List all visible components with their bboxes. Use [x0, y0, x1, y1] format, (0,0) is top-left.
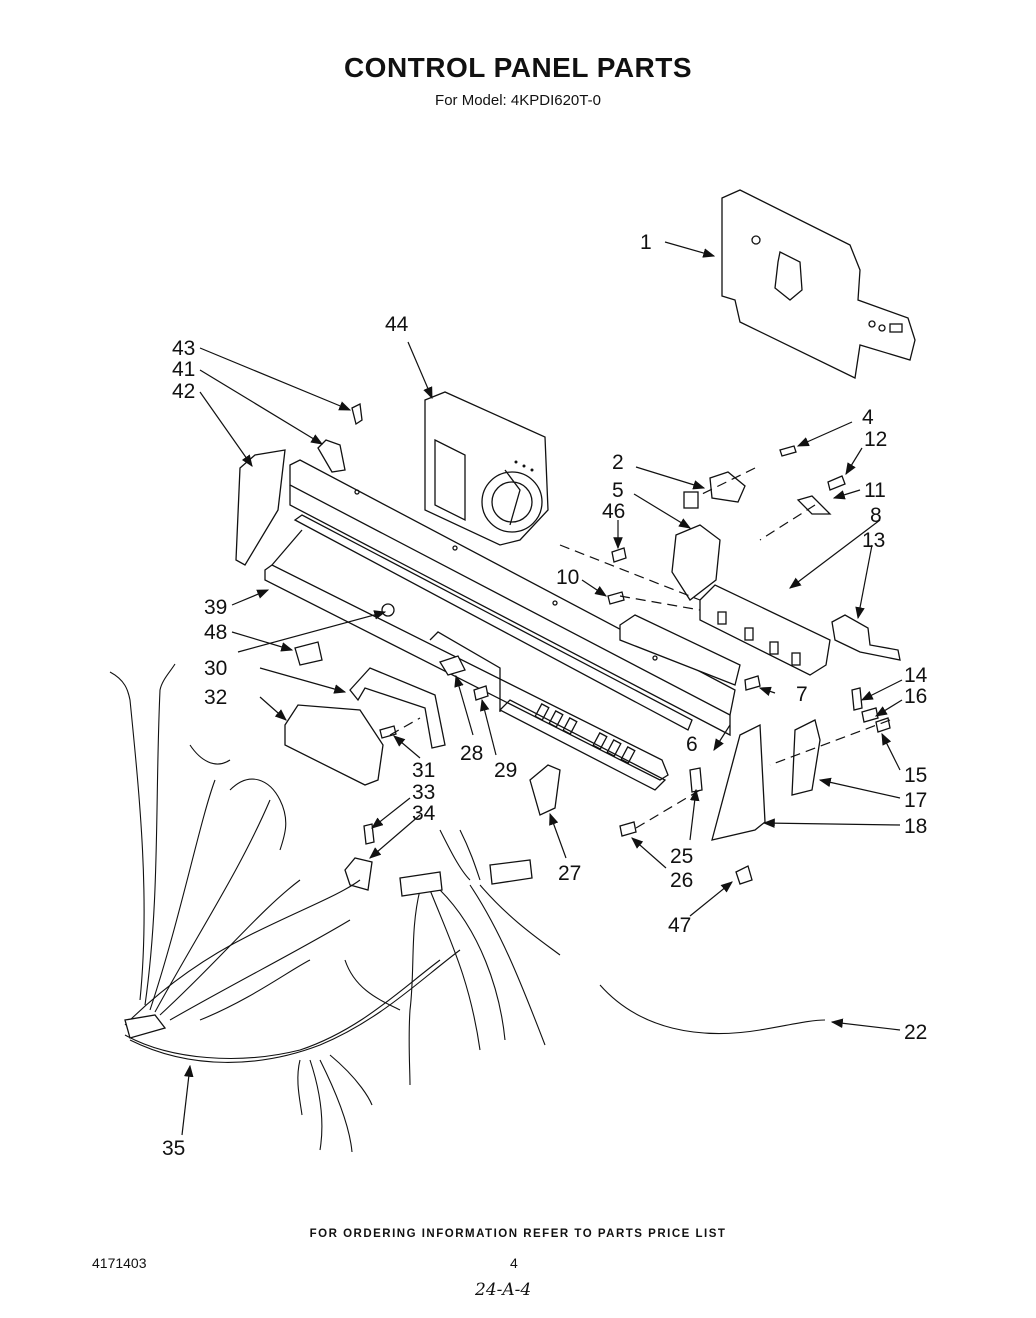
callout-29: 29	[494, 759, 517, 782]
callout-48: 48	[204, 621, 227, 644]
callout-18: 18	[904, 815, 927, 838]
part-48-plug	[294, 641, 323, 666]
part-32-indicator-lens	[284, 704, 384, 786]
part-5-knob	[671, 524, 721, 601]
callout-30: 30	[204, 657, 227, 680]
control-console-panel	[264, 459, 736, 791]
part-17-bracket	[791, 719, 821, 796]
page-title: CONTROL PANEL PARTS	[343, 52, 693, 83]
callout-46: 46	[602, 500, 625, 523]
part-13-latch	[831, 614, 901, 661]
part-28-clip	[439, 655, 466, 676]
callout-22: 22	[904, 1021, 927, 1044]
part-34-clip	[344, 857, 373, 891]
part-18-right-end-cap	[711, 723, 766, 841]
part-44-timer	[424, 391, 549, 546]
ordering-note: FOR ORDERING INFORMATION REFER TO PARTS …	[309, 1228, 727, 1240]
callout-17: 17	[904, 789, 927, 812]
callout-5: 5	[612, 479, 624, 502]
callout-1: 1	[640, 231, 652, 254]
part-41-bracket	[317, 439, 346, 473]
callout-28: 28	[460, 742, 483, 765]
callout-47: 47	[668, 914, 691, 937]
page-number: 4	[510, 1255, 518, 1271]
callout-11: 11	[864, 479, 886, 502]
callout-34: 34	[412, 802, 436, 825]
part-8-switch-block	[619, 584, 831, 686]
callout-16: 16	[904, 685, 927, 708]
callout-2: 2	[612, 451, 624, 474]
part-27-cap	[529, 764, 561, 816]
part-43-screw	[351, 403, 363, 426]
callout-31: 31	[412, 759, 435, 782]
callout-13: 13	[862, 529, 885, 552]
callout-26: 26	[670, 869, 693, 892]
callout-12: 12	[864, 428, 887, 451]
model-subtitle: For Model: 4KPDI620T-0	[435, 92, 601, 109]
handwritten-note: 24-A-4	[475, 1280, 532, 1300]
callout-43: 43	[172, 337, 195, 360]
document-number: 4171403	[92, 1255, 147, 1271]
callout-6: 6	[686, 733, 698, 756]
callout-33: 33	[412, 781, 435, 804]
callout-41: 41	[172, 358, 195, 381]
part-2-switch	[709, 471, 746, 503]
part-42-left-end-cap	[235, 449, 286, 566]
callout-35: 35	[162, 1137, 185, 1160]
callout-44: 44	[385, 313, 409, 336]
callout-7: 7	[796, 683, 808, 706]
callout-27: 27	[558, 862, 581, 885]
callout-10: 10	[556, 566, 579, 589]
screws	[363, 445, 891, 845]
callout-labels: 1 2 4 5 6 7 8 10 11 12 13 14 15 16 17 18…	[162, 231, 928, 1160]
callout-4: 4	[862, 406, 874, 429]
callout-25: 25	[670, 845, 693, 868]
part-47-clip	[735, 865, 753, 885]
leader-arrows	[181, 241, 903, 1136]
callout-8: 8	[870, 504, 882, 527]
part-1-back-plate	[721, 189, 916, 379]
callout-32: 32	[204, 686, 227, 709]
assembly-guide-lines	[389, 467, 891, 829]
part-22-wire	[599, 984, 826, 1035]
callout-14: 14	[904, 664, 928, 687]
callout-15: 15	[904, 764, 927, 787]
part-30-bracket	[349, 667, 446, 749]
callout-42: 42	[172, 380, 195, 403]
part-35-wire-harness	[109, 663, 561, 1153]
part-5-cap	[683, 491, 699, 509]
callout-39: 39	[204, 596, 227, 619]
